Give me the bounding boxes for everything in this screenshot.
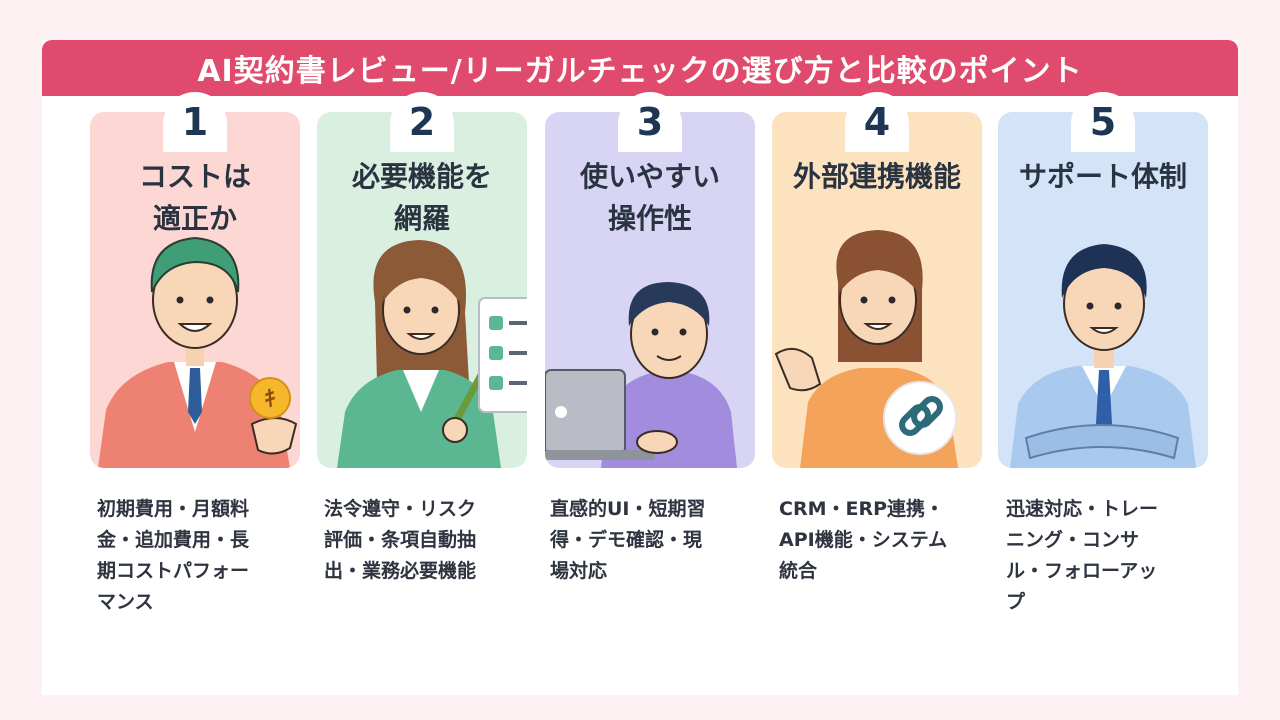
card-title: 外部連携機能 <box>792 160 961 193</box>
businessman-illustration: ｷ <box>98 236 298 468</box>
card-cost: コストは 適正か ｷ <box>90 112 300 468</box>
card-title: 必要機能を 網羅 <box>351 160 492 235</box>
laptop-icon <box>545 369 655 460</box>
card-description: 迅速対応・トレー ニング・コンサ ル・フォローアッ プ <box>1006 498 1159 613</box>
step-number-4: 4 <box>845 92 909 152</box>
svg-text:ｷ: ｷ <box>264 387 275 412</box>
support-man-illustration <box>1010 244 1196 468</box>
card-title: コストは 適正か <box>138 160 251 235</box>
link-icon <box>883 381 957 455</box>
card-title: サポート体制 <box>1018 160 1187 193</box>
card-features: 必要機能を 網羅 <box>317 112 527 468</box>
woman-presenting-illustration <box>774 230 958 468</box>
step-number-3: 3 <box>618 92 682 152</box>
coin-icon: ｷ <box>249 377 291 419</box>
card-description: CRM・ERP連携・ API機能・システム 統合 <box>779 498 948 582</box>
man-with-laptop-illustration <box>545 282 737 468</box>
card-description: 直感的UI・短期習 得・デモ確認・現 場対応 <box>550 498 706 582</box>
woman-illustration <box>337 240 527 468</box>
card-support: サポート体制 <box>998 112 1208 468</box>
page-title: AI契約書レビュー/リーガルチェックの選び方と比較のポイント <box>42 40 1238 96</box>
step-number-5: 5 <box>1071 92 1135 152</box>
card-title: 使いやすい 操作性 <box>579 160 720 235</box>
checklist-icon <box>478 297 527 413</box>
card-description: 法令遵守・リスク 評価・条項自動抽 出・業務必要機能 <box>324 498 477 582</box>
card-usability: 使いやすい 操作性 <box>545 112 755 468</box>
card-integration: 外部連携機能 <box>772 112 982 468</box>
step-number-1: 1 <box>163 92 227 152</box>
card-description: 初期費用・月額料 金・追加費用・長 期コストパフォー マンス <box>97 498 250 613</box>
step-number-2: 2 <box>390 92 454 152</box>
